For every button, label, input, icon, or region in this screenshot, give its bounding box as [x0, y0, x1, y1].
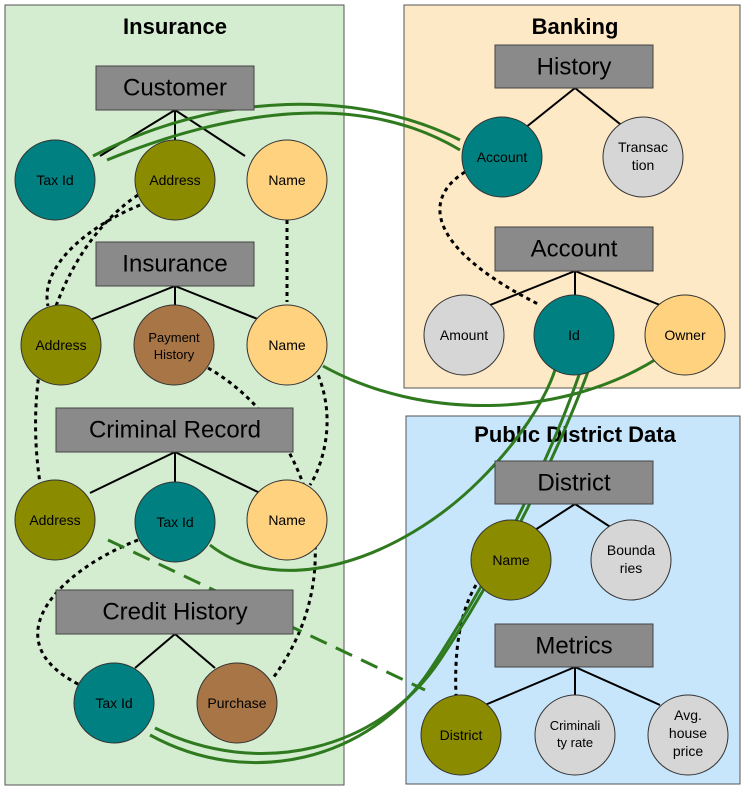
- insurance-name-node: [246, 304, 328, 386]
- customer-name-node: [246, 139, 328, 221]
- metrics-criminality-node: [534, 694, 616, 776]
- account-entity-label: Account: [531, 236, 618, 263]
- account-amount-node: [423, 294, 505, 376]
- banking-panel-title: Banking: [532, 14, 619, 39]
- district-name-label: Name: [492, 552, 530, 568]
- credit-history-entity-box: [55, 589, 294, 635]
- criminal-name-node: [246, 479, 328, 561]
- customer-address-label: Address: [149, 172, 200, 188]
- insurance-entity-label: Insurance: [122, 251, 227, 278]
- metrics-entity-label: Metrics: [535, 633, 612, 660]
- history-entity-label: History: [537, 54, 612, 81]
- customer-taxid-node: [14, 139, 96, 221]
- insurance-payment-history-node: [133, 304, 215, 386]
- district-boundaries-node: [590, 519, 672, 601]
- credit-purchase-label: Purchase: [207, 695, 266, 711]
- customer-entity-box: [95, 65, 255, 111]
- district-name-node: [470, 519, 552, 601]
- criminal-taxid-label: Tax Id: [156, 514, 193, 530]
- account-entity-box: [494, 226, 654, 272]
- criminal-taxid-node: [134, 481, 216, 563]
- account-owner-node: [644, 294, 726, 376]
- insurance-entity-box: [95, 241, 255, 287]
- insurance-name-label: Name: [268, 337, 306, 353]
- public-district-panel-title: Public District Data: [474, 422, 676, 447]
- account-id-label: Id: [568, 327, 580, 343]
- credit-purchase-node: [196, 662, 278, 744]
- metrics-district-node: [420, 694, 502, 776]
- insurance-address-node: [20, 304, 102, 386]
- credit-taxid-node: [73, 662, 155, 744]
- criminal-record-entity-label: Criminal Record: [89, 417, 261, 444]
- criminal-record-entity-box: [55, 407, 294, 453]
- account-owner-label: Owner: [664, 327, 706, 343]
- criminal-address-node: [14, 479, 96, 561]
- district-entity-box: [494, 460, 654, 505]
- criminal-name-label: Name: [268, 512, 306, 528]
- customer-entity-label: Customer: [123, 75, 227, 102]
- history-entity-box: [494, 44, 654, 89]
- history-account-label: Account: [477, 149, 528, 165]
- criminal-address-label: Address: [29, 512, 80, 528]
- customer-name-label: Name: [268, 172, 306, 188]
- account-amount-label: Amount: [440, 327, 488, 343]
- metrics-avg-house-price-node: [647, 694, 729, 776]
- metrics-district-label: District: [440, 727, 483, 743]
- district-entity-label: District: [537, 470, 611, 497]
- account-id-node: [533, 294, 615, 376]
- tree-lines: [89, 87, 661, 706]
- history-transaction-node: [602, 116, 684, 198]
- history-account-node: [461, 116, 543, 198]
- customer-taxid-label: Tax Id: [36, 172, 73, 188]
- credit-taxid-label: Tax Id: [95, 695, 132, 711]
- customer-address-node: [134, 139, 216, 221]
- insurance-panel-title: Insurance: [123, 14, 227, 39]
- credit-history-entity-label: Credit History: [102, 599, 247, 626]
- metrics-entity-box: [494, 623, 654, 668]
- insurance-address-label: Address: [35, 337, 86, 353]
